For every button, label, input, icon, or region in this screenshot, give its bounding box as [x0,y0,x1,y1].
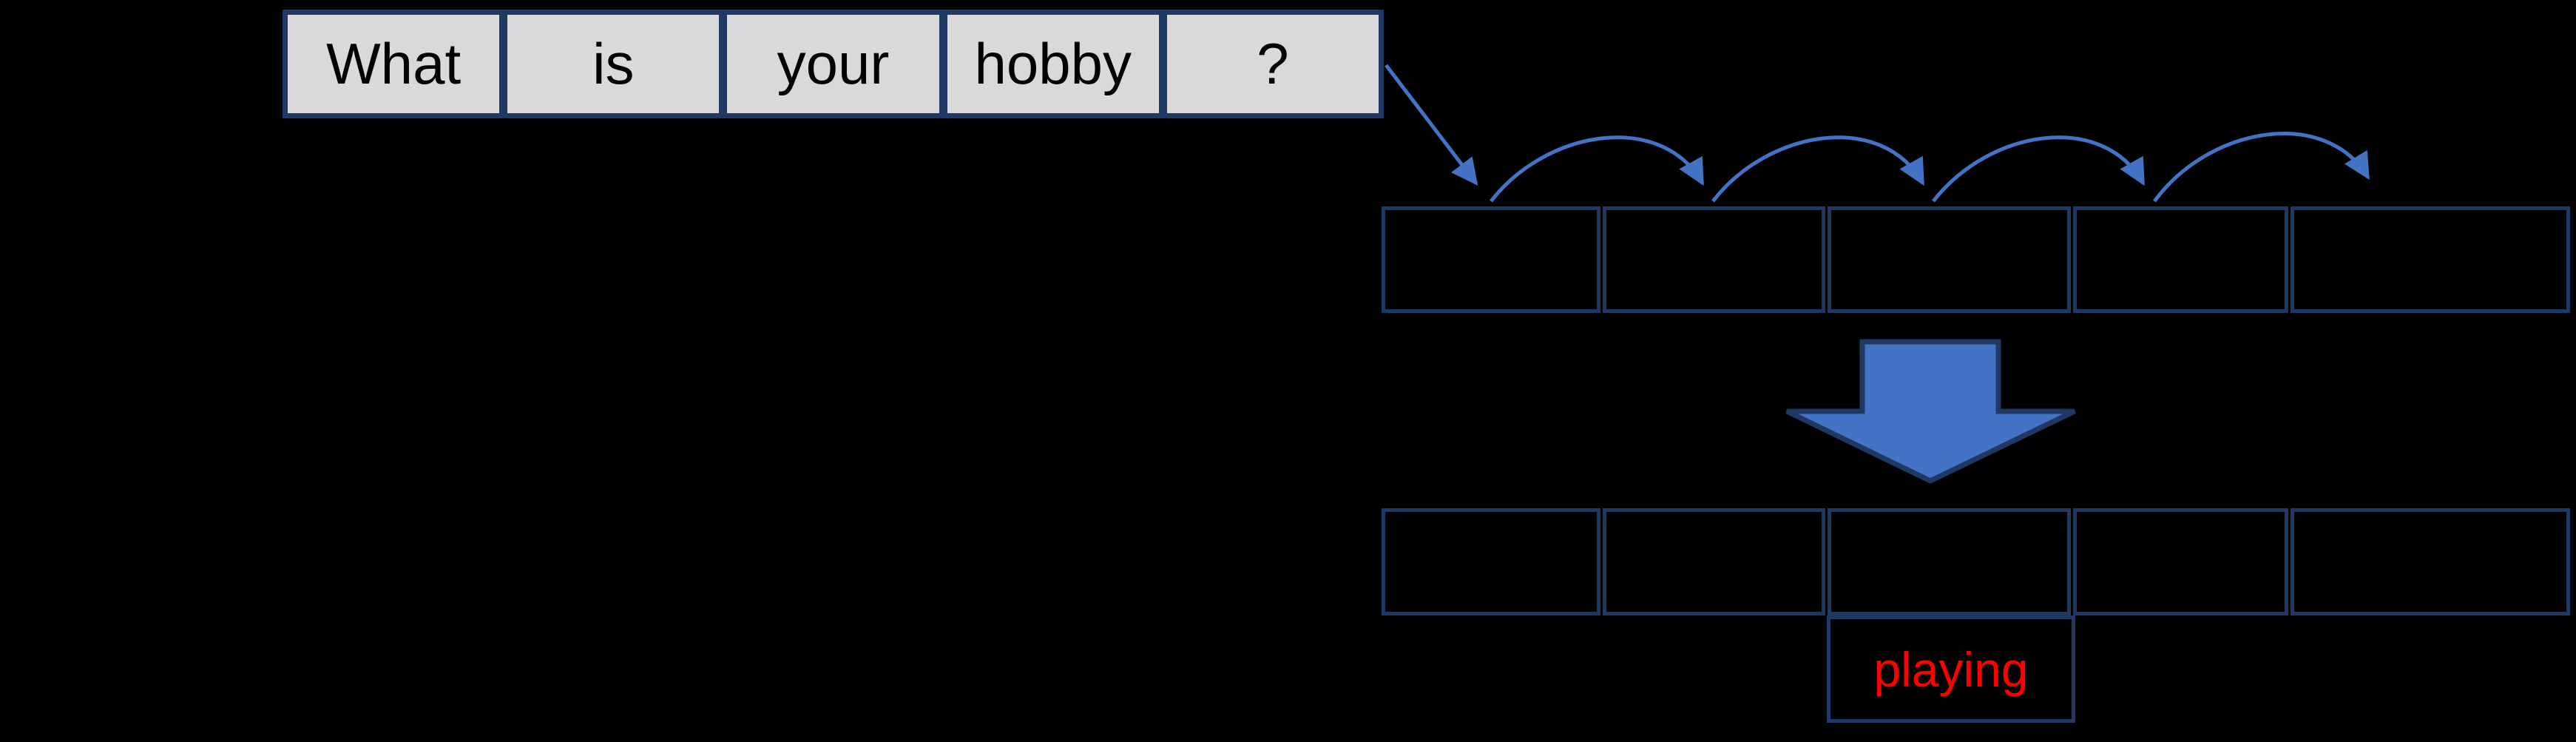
output-slot-cell [1602,508,1825,615]
big-down-arrow-icon [1785,339,2076,484]
hop-arc-icon [1932,135,2146,203]
encoder-slot-row [1382,206,2570,313]
output-slot-row [1382,508,2570,615]
hop-arc-icon [1490,135,1705,203]
encoder-slot-cell [1382,206,1600,313]
sentence-word-row: What is your hobby ? [283,10,1384,118]
output-slot-cell [1827,508,2072,615]
prediction-box: playing [1827,615,2075,723]
output-slot-cell [1382,508,1600,615]
output-slot-cell [2290,508,2570,615]
hop-arc-icon [2152,132,2370,203]
output-slot-cell [2073,508,2288,615]
prediction-label: playing [1873,641,2029,697]
encoder-slot-cell [1602,206,1825,313]
encoder-slot-cell [1827,206,2072,313]
word-cell-what: What [285,12,503,116]
encoder-slot-cell [2073,206,2288,313]
word-cell-your: your [724,12,942,116]
word-cell-hobby: hobby [944,12,1162,116]
word-cell-questionmark: ? [1163,12,1382,116]
word-cell-is: is [504,12,723,116]
diagonal-pointer-arrow-icon [1385,64,1478,186]
hop-arc-icon [1711,135,1925,203]
encoder-slot-cell [2290,206,2570,313]
